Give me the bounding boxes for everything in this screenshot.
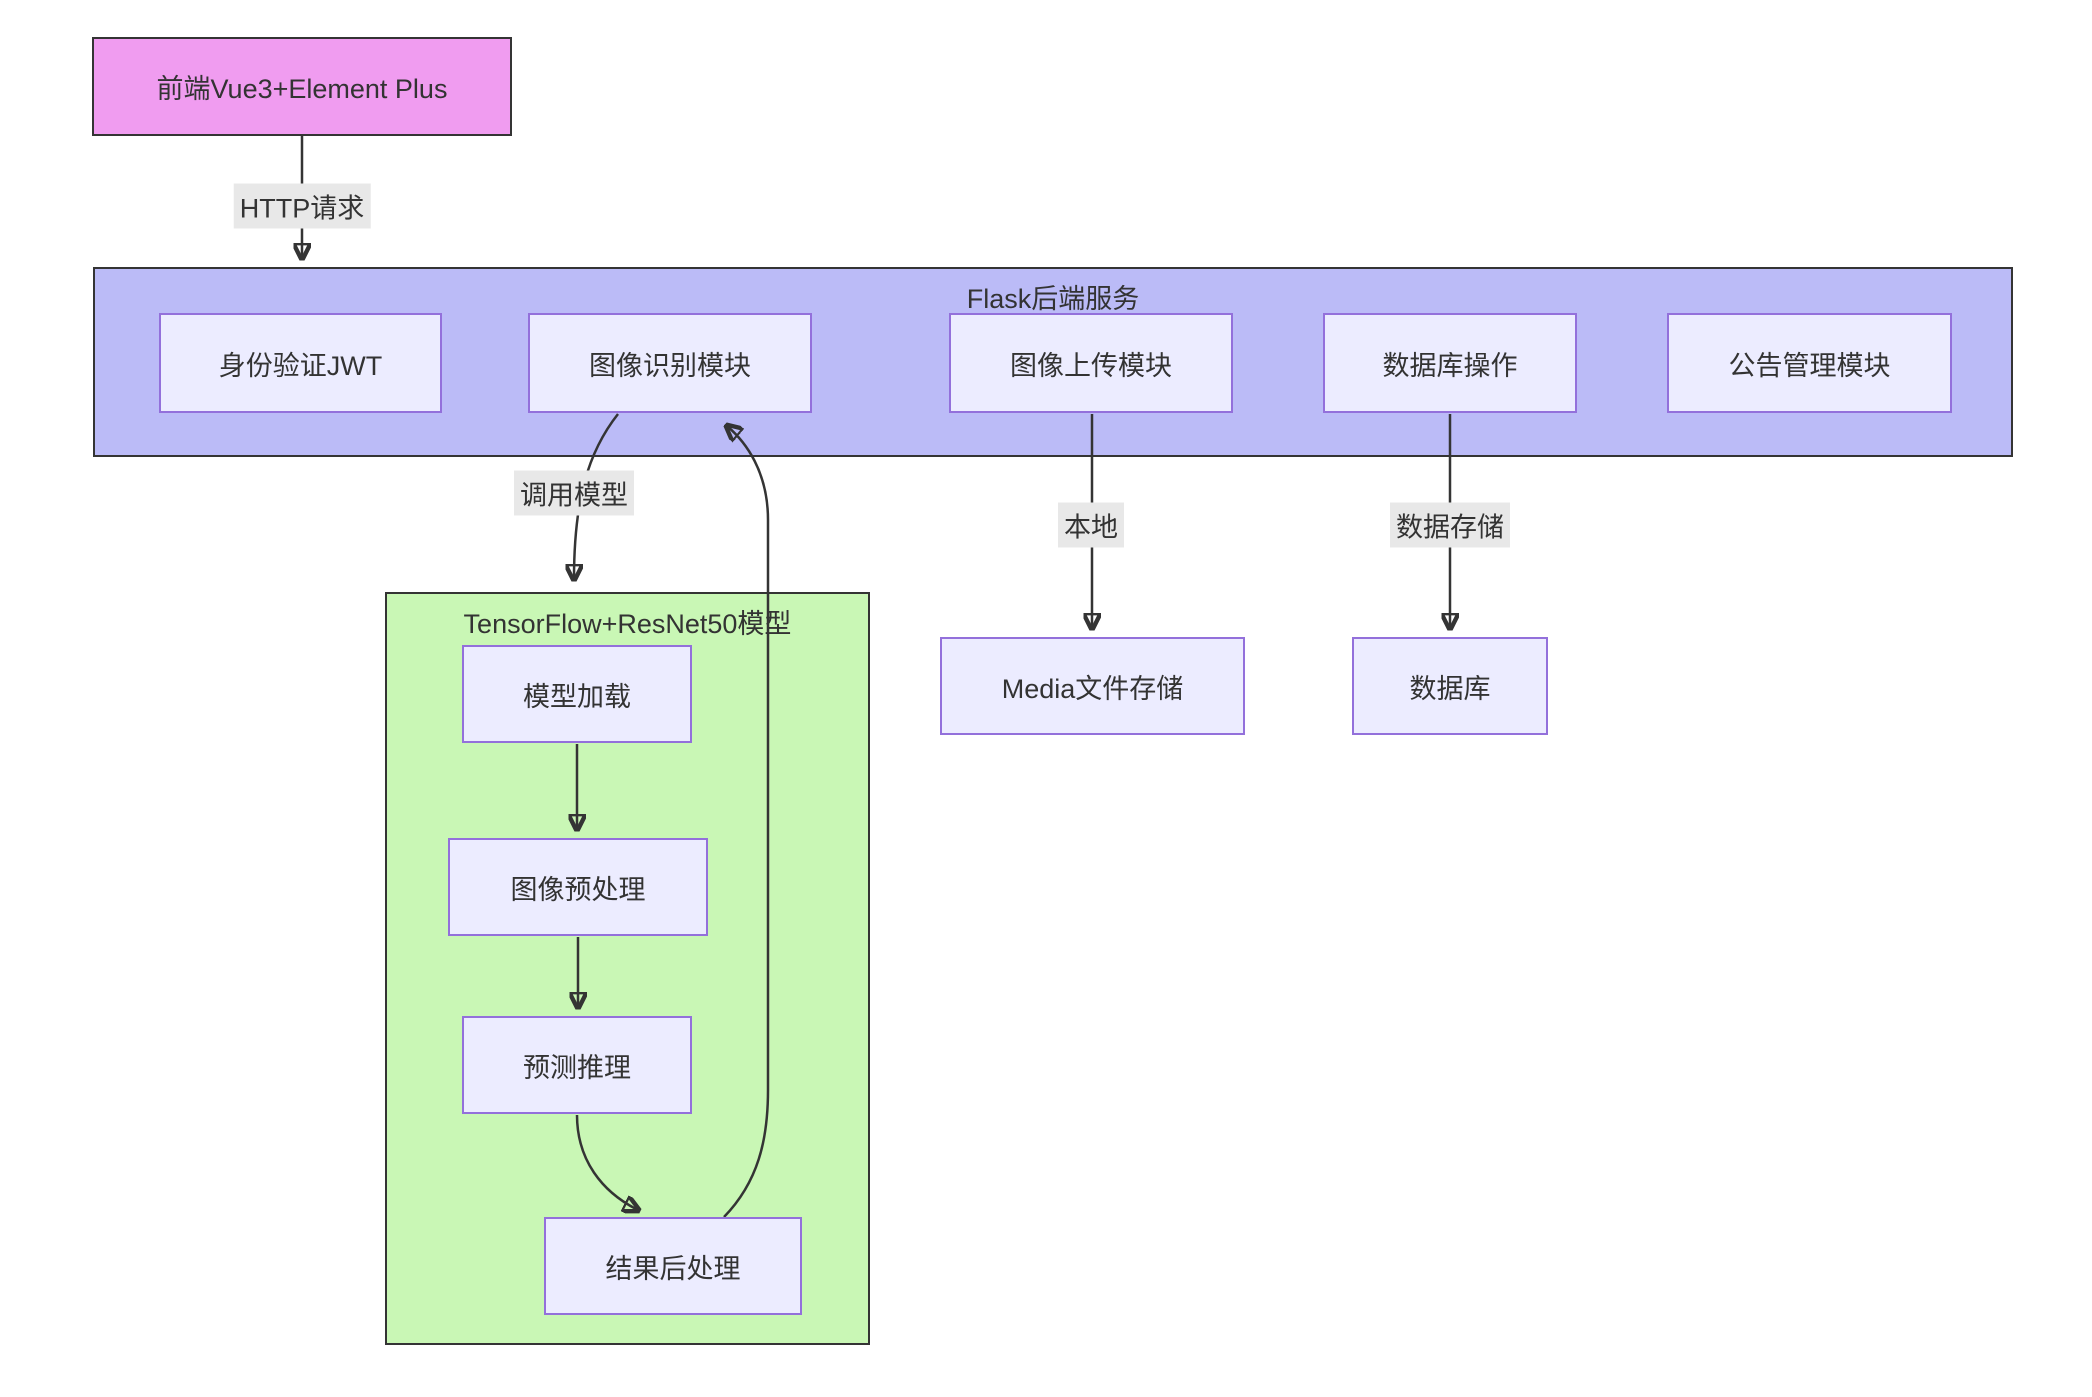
step-model-load: 模型加载 xyxy=(462,645,692,743)
edge-label-call-model: 调用模型 xyxy=(514,470,634,516)
model-container-title: TensorFlow+ResNet50模型 xyxy=(463,609,792,639)
frontend-node: 前端Vue3+Element Plus xyxy=(92,37,512,136)
module-auth-jwt: 身份验证JWT xyxy=(159,313,442,413)
media-storage-node: Media文件存储 xyxy=(940,637,1245,735)
flask-container-title: Flask后端服务 xyxy=(966,284,1140,314)
module-announcement: 公告管理模块 xyxy=(1667,313,1952,413)
step-result-postprocess: 结果后处理 xyxy=(544,1217,802,1315)
step-predict-inference: 预测推理 xyxy=(462,1016,692,1114)
edge-label-http-request: HTTP请求 xyxy=(233,183,371,229)
edge-label-local: 本地 xyxy=(1058,502,1124,548)
edge-postprocess-to-recognition xyxy=(724,426,770,1218)
module-database-ops: 数据库操作 xyxy=(1323,313,1577,413)
step-image-preprocess: 图像预处理 xyxy=(448,838,708,936)
edge-predict-to-postprocess xyxy=(575,1114,638,1210)
module-image-upload: 图像上传模块 xyxy=(949,313,1233,413)
module-image-recognition: 图像识别模块 xyxy=(528,313,812,413)
database-node: 数据库 xyxy=(1352,637,1548,735)
edge-label-data-store: 数据存储 xyxy=(1390,502,1510,548)
